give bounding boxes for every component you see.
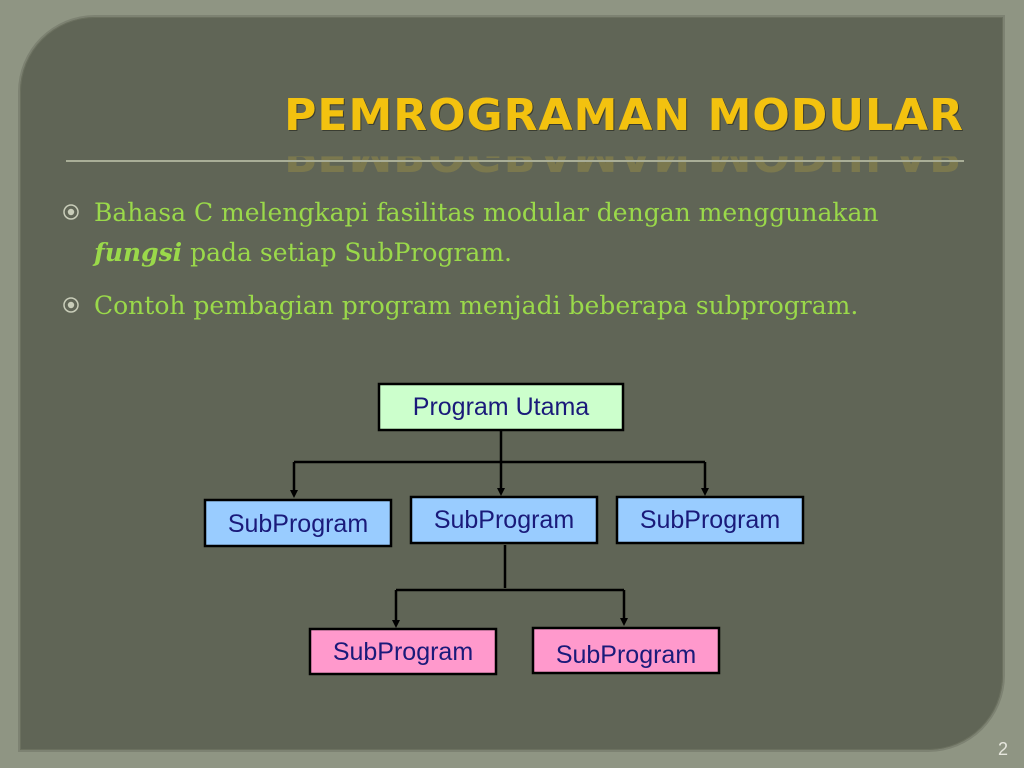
circle-dot-bullet-icon — [63, 297, 79, 313]
bullet-2-text: Contoh pembagian program menjadi beberap… — [94, 291, 859, 320]
node-subprogram-5-label: SubProgram — [556, 641, 696, 669]
node-subprogram-3: SubProgram — [615, 495, 805, 545]
connectors-level1-level2 — [392, 545, 628, 628]
node-subprogram-1: SubProgram — [203, 498, 393, 548]
title-area: PEMROGRAMAN MODULAR PEMROGRAMAN MODULAR — [204, 92, 964, 162]
title-divider — [66, 160, 964, 162]
connectors-root-level1 — [290, 430, 709, 498]
node-subprogram-2: SubProgram — [409, 495, 599, 545]
page-number: 2 — [997, 739, 1008, 759]
bullet-list: Bahasa C melengkapi fasilitas modular de… — [62, 193, 882, 339]
slide-title: PEMROGRAMAN MODULAR — [284, 90, 964, 141]
bullet-item-2: Contoh pembagian program menjadi beberap… — [62, 286, 882, 326]
node-subprogram-4-label: SubProgram — [333, 638, 473, 666]
node-subprogram-3-label: SubProgram — [640, 506, 780, 534]
node-program-utama: Program Utama — [377, 382, 625, 432]
circle-dot-bullet-icon — [63, 204, 79, 220]
node-subprogram-2-label: SubProgram — [434, 506, 574, 534]
bullet-1-emphasis: fungsi — [94, 238, 183, 267]
bullet-item-1: Bahasa C melengkapi fasilitas modular de… — [62, 193, 882, 273]
bullet-1-text-after: pada setiap SubProgram. — [182, 238, 512, 267]
node-program-utama-label: Program Utama — [413, 393, 590, 421]
node-subprogram-4: SubProgram — [308, 627, 498, 676]
bullet-1-text-before: Bahasa C melengkapi fasilitas modular de… — [94, 198, 879, 227]
node-subprogram-1-label: SubProgram — [228, 510, 368, 538]
node-subprogram-5: SubProgram — [531, 626, 721, 675]
